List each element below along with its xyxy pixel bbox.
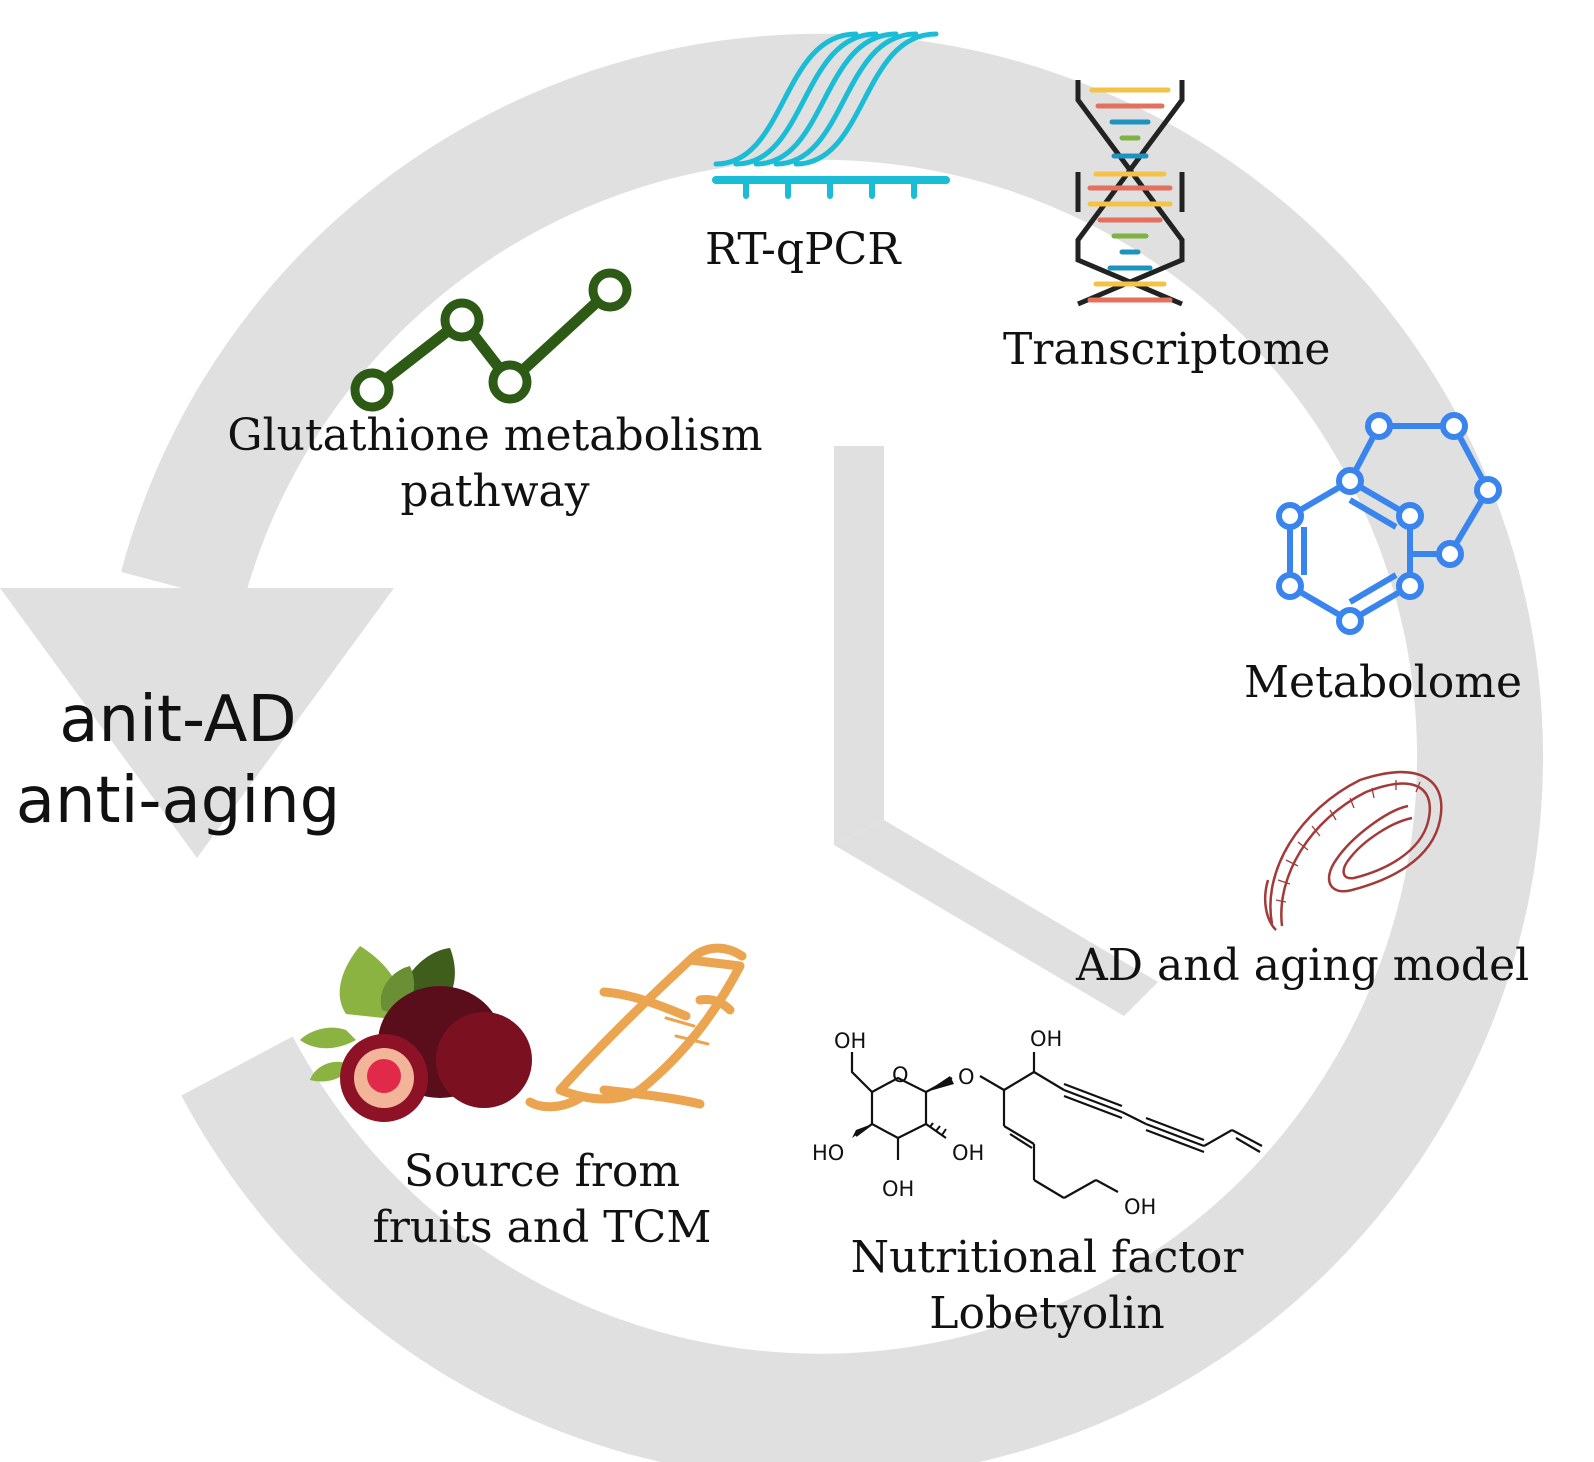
cycle-arrowhead xyxy=(0,588,394,858)
pathway-line-icon xyxy=(350,268,632,412)
label-nutritional-line1: Nutritional factor xyxy=(850,1232,1244,1283)
label-transcriptome-text: Transcriptome xyxy=(1003,324,1331,375)
label-source-line1: Source from xyxy=(403,1146,681,1197)
fruit-icon xyxy=(300,946,532,1122)
outcome-line2: anti-aging xyxy=(15,764,341,839)
clock-hand-vertical xyxy=(834,446,884,845)
label-glutathione: Glutathione metabolism pathway xyxy=(200,408,790,520)
mol-label-ho-left: HO xyxy=(812,1141,844,1165)
clock-hand-diagonal xyxy=(834,820,1158,1016)
pcr-curve-icon xyxy=(712,31,950,199)
mol-label-oh-chain-end: OH xyxy=(1124,1195,1156,1219)
label-nutritional-factor: Nutritional factor Lobetyolin xyxy=(832,1230,1262,1342)
label-glutathione-line1: Glutathione metabolism xyxy=(227,410,763,461)
nematode-worm-icon xyxy=(1264,770,1443,931)
label-metabolome: Metabolome xyxy=(1244,655,1522,711)
dna-helix-icon xyxy=(1075,80,1185,307)
label-transcriptome: Transcriptome xyxy=(1003,322,1330,378)
mol-label-link-o: O xyxy=(958,1065,975,1089)
label-rtqpcr-text: RT-qPCR xyxy=(705,224,901,275)
label-model: AD and aging model xyxy=(1076,938,1529,994)
label-source: Source from fruits and TCM xyxy=(352,1144,732,1256)
label-glutathione-line2: pathway xyxy=(400,465,590,517)
molecule-network-icon xyxy=(1276,412,1502,635)
label-metabolome-text: Metabolome xyxy=(1244,657,1522,708)
cycle-ring xyxy=(121,33,1544,1462)
label-source-line2: fruits and TCM xyxy=(372,1201,712,1253)
outcome-label: anit-AD anti-aging xyxy=(0,680,368,843)
mol-label-oh-top-left: OH xyxy=(834,1029,866,1053)
label-model-text: AD and aging model xyxy=(1076,940,1530,991)
ginseng-root-icon xyxy=(525,943,747,1112)
mol-label-ring-o: O xyxy=(892,1063,909,1087)
label-rtqpcr: RT-qPCR xyxy=(705,222,900,278)
lobetyolin-structure-icon: OH OH O O HO OH OH OH xyxy=(812,1027,1263,1219)
mol-label-oh-top-right: OH xyxy=(1030,1027,1062,1051)
outcome-line1: anit-AD xyxy=(59,683,297,757)
mol-label-oh-ring-right: OH xyxy=(952,1141,984,1165)
mol-label-oh-bottom: OH xyxy=(882,1177,914,1201)
label-nutritional-line2: Lobetyolin xyxy=(929,1287,1165,1339)
